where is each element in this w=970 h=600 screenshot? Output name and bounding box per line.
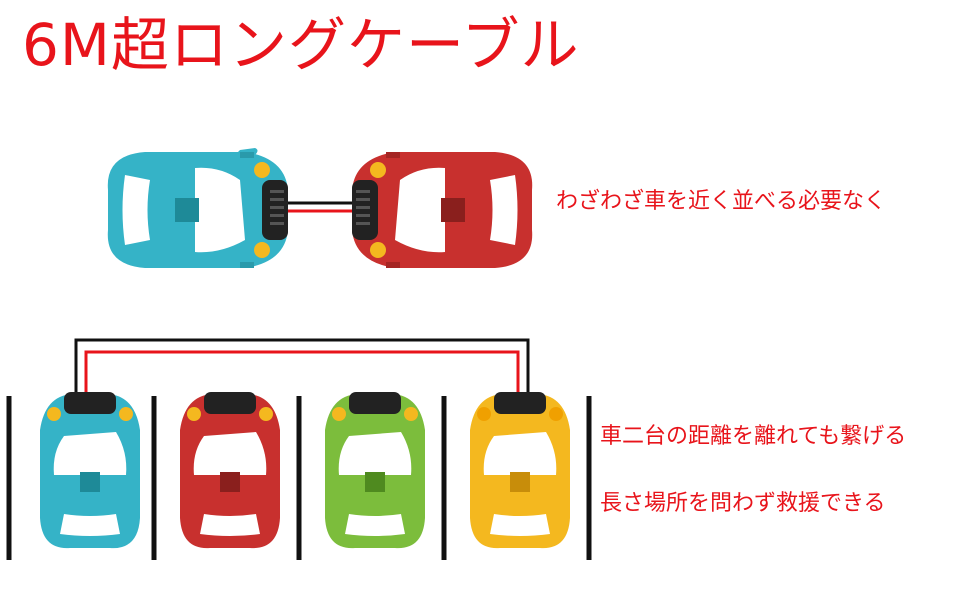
parking-dividers [6, 396, 592, 560]
top-blue-car [107, 148, 288, 268]
parked-red-car [180, 392, 280, 549]
caption-top: わざわざ車を近く並べる必要なく [556, 189, 887, 214]
parked-green-car [325, 392, 425, 549]
caption-bottom: 長さ場所を問わず救援できる [600, 491, 886, 516]
parked-yellow-car [470, 392, 570, 549]
caption-middle: 車二台の距離を離れても繋げる [600, 424, 907, 449]
page-title: 6M超ロングケーブル [22, 11, 580, 79]
parked-blue-car [40, 392, 140, 549]
long-cable-black [74, 338, 530, 398]
top-red-car [352, 152, 533, 268]
long-cable-red [84, 350, 520, 398]
